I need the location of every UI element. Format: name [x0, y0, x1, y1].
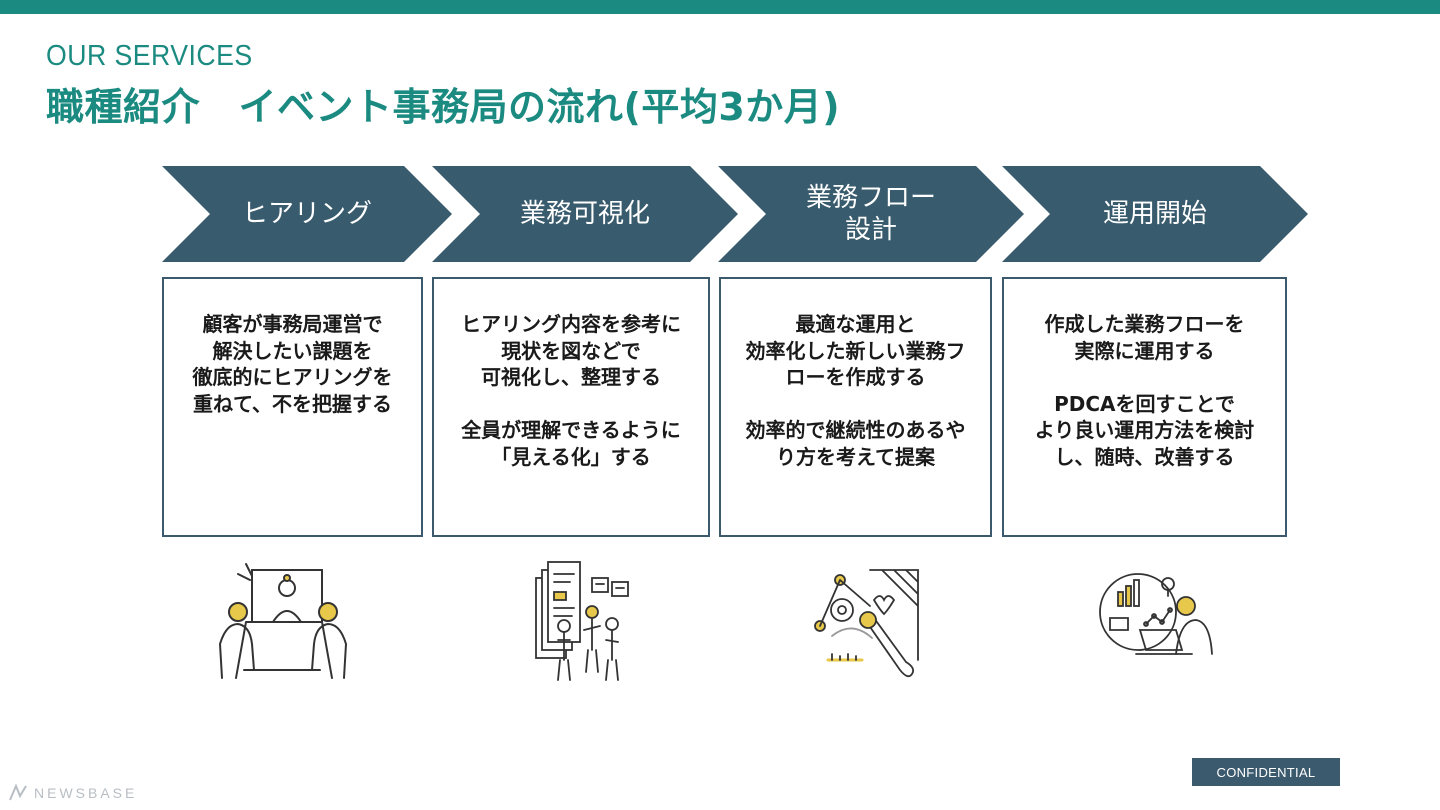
- step-arrow-visualization: 業務可視化: [432, 166, 738, 262]
- logo-text: NEWSBASE: [34, 785, 138, 801]
- step-description: ヒアリング内容を参考に 現状を図などで 可視化し、整理する 全員が理解できるよう…: [461, 312, 681, 469]
- step-card-workflow-design: 最適な運用と 効率化した新しい業務フ ローを作成する 効率的で継続性のあるや り…: [719, 277, 992, 537]
- visualization-illustration-icon: [530, 560, 632, 684]
- page-title: 職種紹介 イベント事務局の流れ(平均3か月): [46, 85, 841, 129]
- step-label: ヒアリング: [241, 198, 372, 229]
- step-label: 業務フロー 設計: [805, 182, 936, 246]
- step-label: 運用開始: [1102, 198, 1207, 229]
- confidential-badge: CONFIDENTIAL: [1192, 758, 1340, 786]
- chevron-shape: [1002, 166, 1308, 262]
- chevron-shape: [162, 166, 452, 262]
- step-description: 作成した業務フローを 実際に運用する PDCAを回すことで より良い運用方法を検…: [1034, 312, 1255, 469]
- step-card-operation-start: 作成した業務フローを 実際に運用する PDCAを回すことで より良い運用方法を検…: [1002, 277, 1287, 537]
- meeting-illustration-icon: [216, 560, 348, 680]
- chevron-shape: [432, 166, 738, 262]
- logo-mark-icon: [9, 784, 27, 801]
- step-description: 最適な運用と 効率化した新しい業務フ ローを作成する 効率的で継続性のあるや り…: [745, 312, 966, 469]
- section-eyebrow: OUR SERVICES: [46, 40, 253, 72]
- step-card-hearing: 顧客が事務局運営で 解決したい課題を 徹底的にヒアリングを 重ねて、不を把握する: [162, 277, 423, 537]
- step-arrow-operation-start: 運用開始: [1002, 166, 1308, 262]
- step-label: 業務可視化: [519, 198, 650, 229]
- operation-analysis-illustration-icon: [1096, 560, 1216, 664]
- step-arrow-hearing: ヒアリング: [162, 166, 452, 262]
- step-card-visualization: ヒアリング内容を参考に 現状を図などで 可視化し、整理する 全員が理解できるよう…: [432, 277, 710, 537]
- company-logo: NEWSBASE: [8, 784, 137, 802]
- chevron-shape: [718, 166, 1024, 262]
- workflow-design-illustration-icon: [812, 560, 922, 684]
- step-description: 顧客が事務局運営で 解決したい課題を 徹底的にヒアリングを 重ねて、不を把握する: [192, 312, 393, 416]
- top-accent-bar: [0, 0, 1440, 14]
- step-arrow-workflow-design: 業務フロー 設計: [718, 166, 1024, 262]
